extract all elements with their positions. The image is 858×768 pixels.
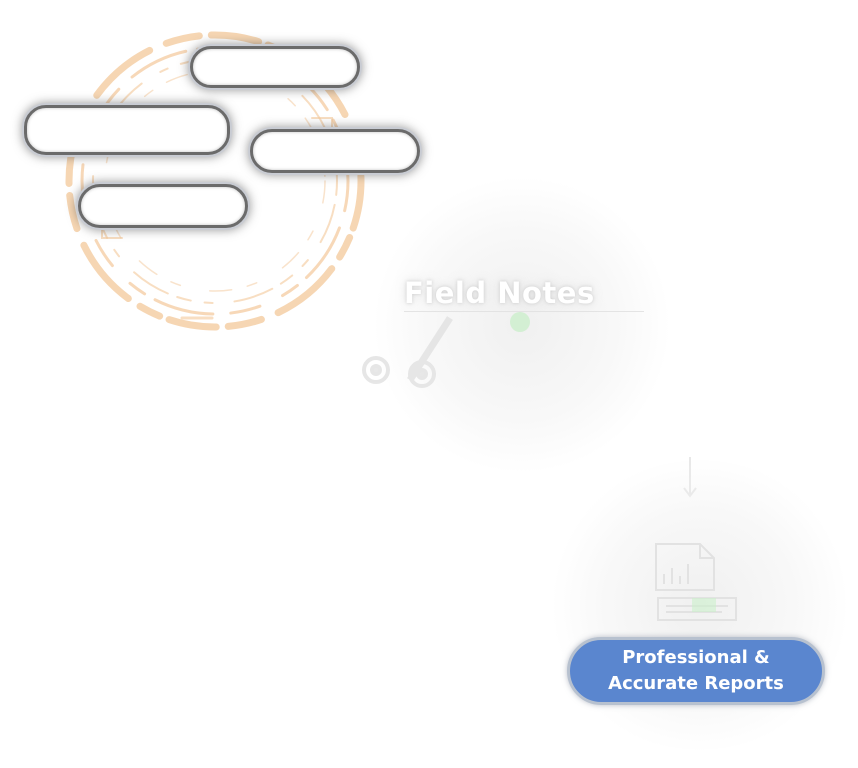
field-notes-title: Field Notes — [404, 276, 595, 310]
field-notes-underline — [404, 311, 644, 312]
pill-node-1[interactable] — [190, 46, 360, 88]
document-chart-icon — [655, 543, 737, 621]
edit-pen-icon — [362, 312, 530, 388]
pill-node-2[interactable] — [24, 105, 230, 155]
report-button-label: Professional & Accurate Reports — [608, 647, 784, 694]
pill-node-4[interactable] — [78, 184, 248, 228]
pill-node-3[interactable] — [250, 129, 420, 173]
professional-accurate-reports-button[interactable]: Professional & Accurate Reports — [567, 637, 825, 705]
